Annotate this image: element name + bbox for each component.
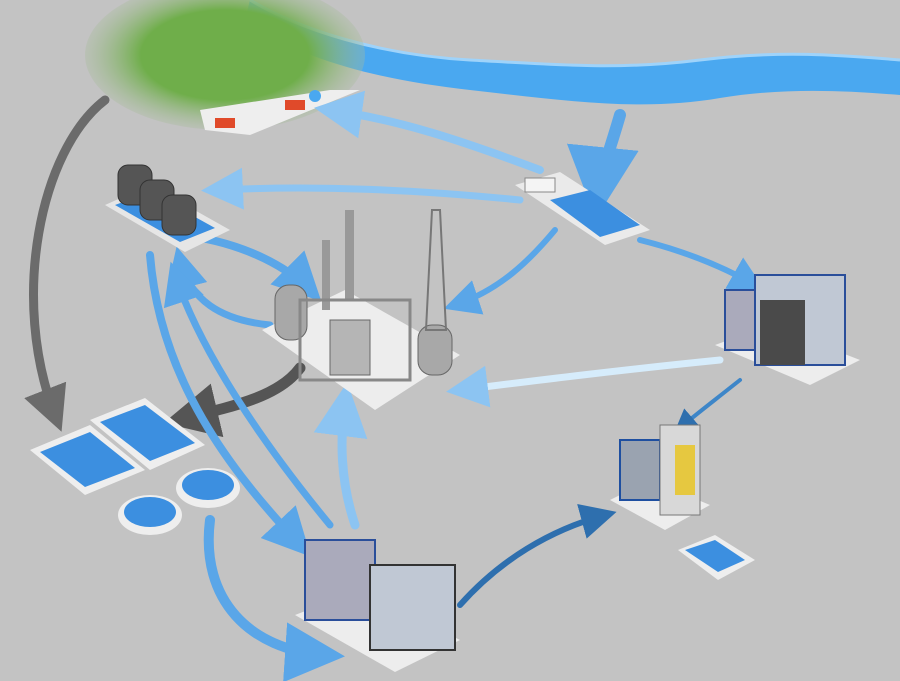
arrow-intake-to-membrane	[637, 237, 766, 291]
membrane-unit	[715, 274, 860, 385]
arrow-reuse-to-cooling	[163, 261, 334, 529]
arrow-intake-to-city	[314, 90, 544, 174]
arrow-reuse-to-ro	[457, 503, 617, 608]
arrow-cooling-to-reuse	[146, 251, 311, 557]
settling-basins	[30, 398, 205, 495]
river	[245, 0, 900, 105]
clarifiers	[118, 468, 240, 535]
industrial-plant	[262, 209, 460, 410]
arrow-intake-to-cooling	[201, 167, 524, 210]
arrow-river-to-intake	[566, 109, 639, 219]
arrow-reuse-to-plant	[313, 382, 368, 530]
arrow-intake-to-plant	[443, 227, 558, 315]
cooling-towers	[105, 164, 230, 252]
arrow-membrane-to-plant	[446, 356, 724, 408]
arrow-clarifier-to-reuse	[203, 515, 345, 681]
arrow-city-to-basins	[24, 95, 110, 432]
reuse-filtration-unit	[295, 539, 460, 672]
arrow-membrane-to-ro	[673, 378, 742, 434]
intake-station	[515, 172, 650, 245]
reverse-osmosis-unit	[610, 424, 755, 580]
